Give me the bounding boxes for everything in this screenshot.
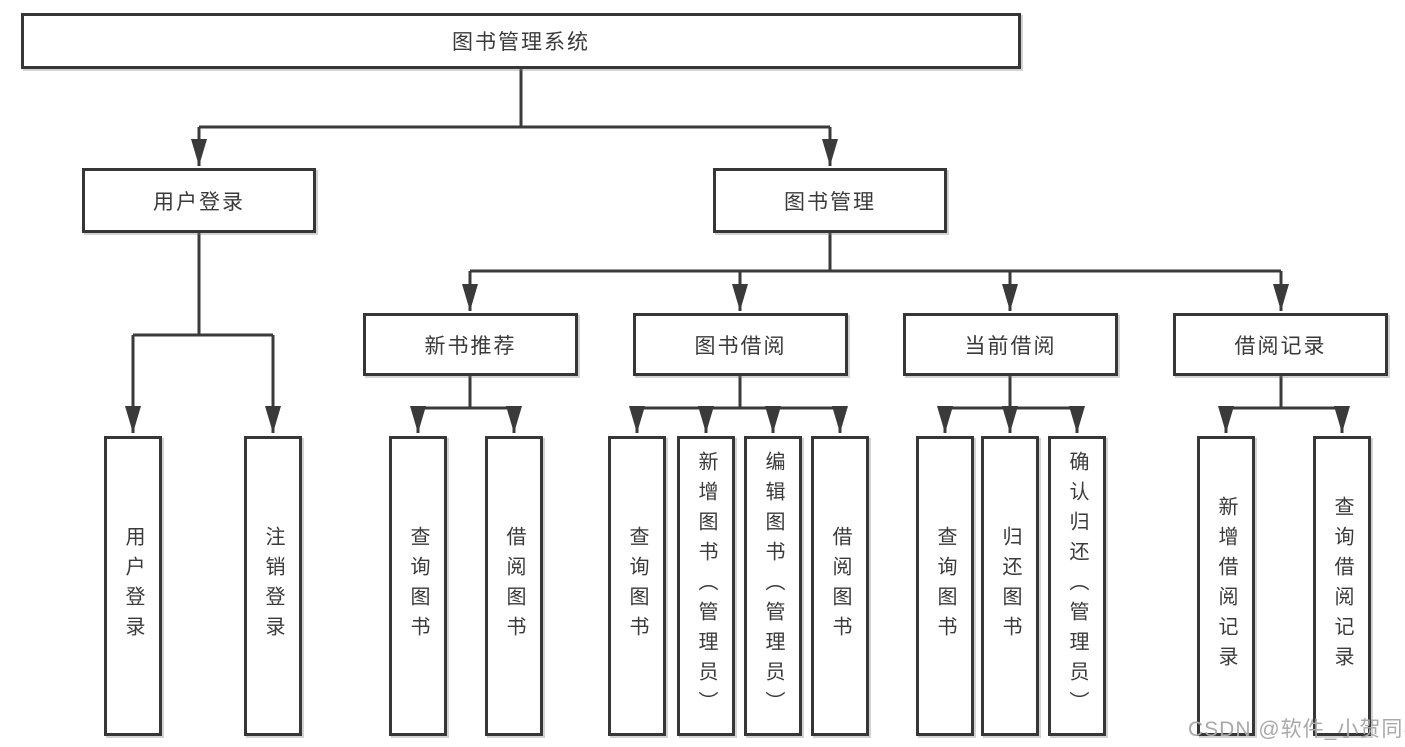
leaf-newbook-search-books: 查询图书	[389, 436, 447, 736]
node-label: 当前借阅	[964, 334, 1057, 358]
leaf-label: 查询图书	[626, 526, 648, 646]
node-label: 图书管理系统	[452, 31, 590, 54]
leaf-label: 用户登录	[122, 526, 144, 646]
leaf-borrowing-search-books: 查询图书	[608, 436, 666, 736]
leaf-records-add-record: 新增借阅记录	[1197, 436, 1255, 736]
leaf-label: 注销登录	[262, 526, 284, 646]
node-label: 图书借阅	[694, 334, 787, 358]
leaf-borrowing-edit-books-admin: 编辑图书（管理员）	[744, 436, 802, 736]
leaf-label: 新增图书（管理员）	[695, 451, 717, 721]
leaf-newbook-borrow-books: 借阅图书	[485, 436, 543, 736]
node-library-management-system: 图书管理系统	[21, 13, 1021, 69]
node-book-management: 图书管理	[713, 168, 947, 233]
csdn-watermark: CSDN @软件_小贺同学	[1188, 718, 1405, 741]
leaf-label: 查询图书	[934, 526, 956, 646]
leaf-user-login: 用户登录	[104, 436, 162, 736]
leaf-label: 新增借阅记录	[1215, 496, 1237, 676]
leaf-label: 编辑图书（管理员）	[762, 451, 784, 721]
node-borrowing-records: 借阅记录	[1173, 313, 1388, 376]
node-label: 新书推荐	[424, 334, 517, 358]
node-current-borrowing: 当前借阅	[903, 313, 1118, 376]
leaf-records-search-record: 查询借阅记录	[1313, 436, 1371, 736]
leaf-borrowing-borrow-books: 借阅图书	[811, 436, 869, 736]
leaf-label: 归还图书	[999, 526, 1021, 646]
node-label: 借阅记录	[1234, 334, 1327, 358]
leaf-current-return-books: 归还图书	[981, 436, 1039, 736]
leaf-borrowing-add-books-admin: 新增图书（管理员）	[677, 436, 735, 736]
node-label: 用户登录	[153, 190, 245, 214]
leaf-label: 借阅图书	[503, 526, 525, 646]
leaf-current-confirm-return-admin: 确认归还（管理员）	[1048, 436, 1106, 736]
node-book-borrowing: 图书借阅	[633, 313, 848, 376]
leaf-label: 查询借阅记录	[1331, 496, 1353, 676]
leaf-current-search-books: 查询图书	[916, 436, 974, 736]
leaf-label: 确认归还（管理员）	[1066, 451, 1088, 721]
leaf-logout-login: 注销登录	[244, 436, 302, 736]
node-new-book-recommendation: 新书推荐	[363, 313, 578, 376]
node-label: 图书管理	[784, 190, 876, 214]
node-user-login: 用户登录	[82, 168, 316, 233]
leaf-label: 查询图书	[407, 526, 429, 646]
leaf-label: 借阅图书	[829, 526, 851, 646]
